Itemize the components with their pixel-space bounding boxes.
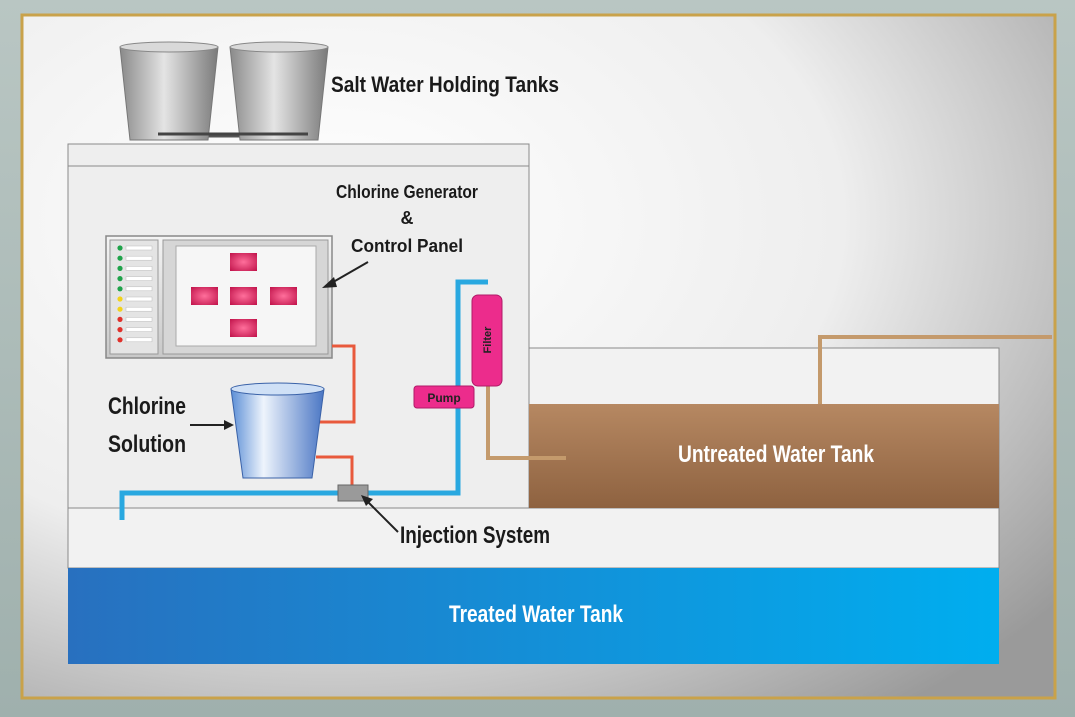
generator-housing-lid: [67, 143, 530, 167]
indicator-light-green: [117, 245, 123, 251]
indicator-bar: [125, 286, 153, 292]
pump: [413, 385, 475, 409]
indicator-light-yellow: [117, 306, 123, 312]
indicator-light-red: [117, 327, 123, 333]
generator-label-line3: Control Panel: [351, 236, 463, 256]
filter: [471, 294, 503, 387]
water-line: [119, 279, 488, 520]
indicator-light-yellow: [117, 296, 123, 302]
indicator-bar: [125, 317, 153, 322]
chlorine-label-line2: Solution: [108, 431, 186, 458]
indicator-light-green: [117, 265, 123, 271]
chlorine-line-bucket-to-injection: [316, 455, 354, 488]
pump-label: Pump: [427, 391, 460, 405]
indicator-bar: [125, 266, 153, 271]
panel-button-bottom: [230, 319, 257, 337]
injection-label: Injection System: [400, 522, 550, 549]
treated-label: Treated Water Tank: [449, 601, 624, 628]
arrow-injection-system: [361, 495, 399, 533]
untreated-label: Untreated Water Tank: [678, 441, 875, 468]
indicator-light-green: [117, 255, 123, 261]
generator-label-line1: Chlorine Generator: [336, 182, 478, 202]
panel-button-top: [230, 253, 257, 271]
chlorine-line-panel-to-bucket: [314, 344, 356, 424]
panel-button-center: [230, 287, 257, 305]
salt-tanks-label: Salt Water Holding Tanks: [331, 72, 559, 97]
panel-button-left: [191, 287, 218, 305]
indicator-light-red: [117, 316, 123, 322]
panel-button-right: [270, 287, 297, 305]
arrow-chlorine-solution: [190, 420, 234, 430]
indicator-bar: [125, 296, 153, 302]
untreated-water-tank: [529, 404, 999, 508]
indicator-bar: [125, 306, 153, 312]
indicator-bar: [125, 327, 153, 332]
injection-system: [337, 484, 369, 502]
indicator-light-green: [117, 276, 123, 282]
chlorine-bucket: [230, 388, 325, 479]
filter-label: Filter: [482, 326, 494, 354]
indicator-light-green: [117, 286, 123, 292]
chlorine-bucket-rim: [230, 382, 325, 396]
indicator-bar: [125, 255, 153, 261]
untreated-intake-pipe: [818, 335, 1052, 404]
indicator-lights: [117, 245, 153, 343]
indicator-bar: [125, 276, 153, 281]
indicator-bar: [125, 245, 153, 251]
chlorine-label-line1: Chlorine: [108, 393, 186, 420]
indicator-light-red: [117, 337, 123, 343]
salt-tank-right-rim: [229, 41, 329, 53]
filter-to-untreated-line: [486, 386, 566, 460]
generator-label-line2: &: [401, 208, 414, 228]
treated-water-tank: [68, 568, 999, 664]
arrow-control-panel: [322, 261, 369, 288]
salt-tank-left: [119, 46, 219, 141]
salt-tank-right: [229, 46, 329, 141]
salt-tank-left-rim: [119, 41, 219, 53]
indicator-bar: [125, 337, 153, 343]
